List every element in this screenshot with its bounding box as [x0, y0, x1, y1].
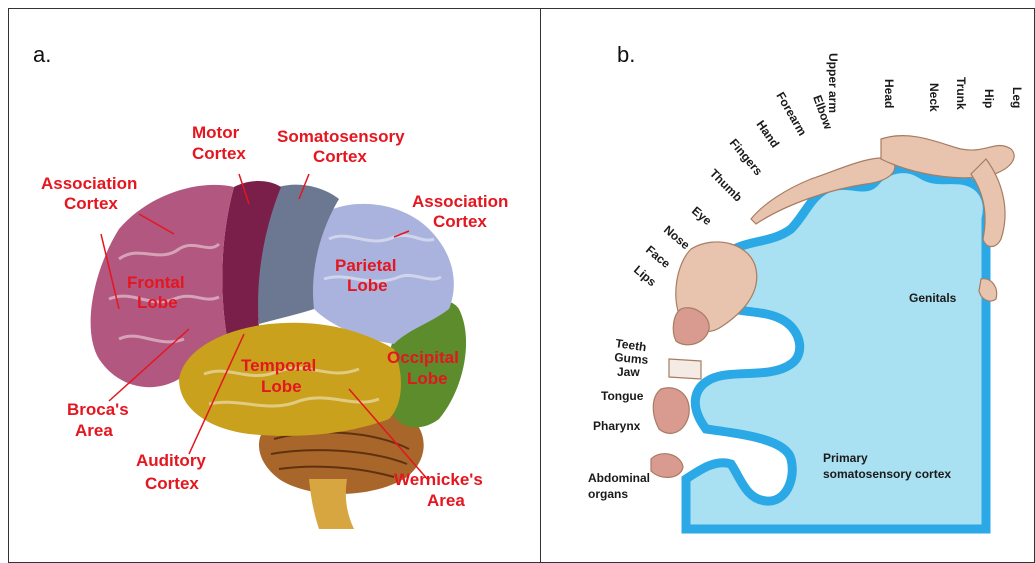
wernickes-area-label: Wernicke's [394, 470, 483, 489]
nose-label: Nose [661, 223, 693, 253]
temporal-lobe-label: Temporal [241, 356, 316, 375]
association-cortex-right-label: Association [412, 192, 508, 211]
occipital-lobe-label-2: Lobe [407, 369, 448, 388]
homunculus-teeth [669, 359, 701, 379]
temporal-lobe-label-2: Lobe [261, 377, 302, 396]
face-label: Face [643, 243, 673, 272]
parietal-lobe-label: Parietal [335, 256, 396, 275]
homunculus-abdominal [651, 454, 683, 478]
abdominal-organs-label-2: organs [588, 487, 628, 501]
genitals-label: Genitals [909, 291, 957, 305]
association-cortex-left-label: Association [41, 174, 137, 193]
trunk-label: Trunk [954, 77, 968, 110]
hip-label: Hip [982, 89, 996, 108]
auditory-cortex-label: Auditory [136, 451, 206, 470]
motor-cortex-label-2: Cortex [192, 144, 246, 163]
primary-somatosensory-cortex-label-2: somatosensory cortex [823, 467, 951, 481]
somatosensory-cortex-label-2: Cortex [313, 147, 367, 166]
parietal-lobe-label-2: Lobe [347, 276, 388, 295]
forearm-label: Forearm [773, 90, 809, 139]
somatosensory-cortex-label: Somatosensory [277, 127, 405, 146]
primary-somatosensory-cortex-label: Primary [823, 451, 868, 465]
jaw-label: Jaw [617, 365, 640, 379]
homunculus-tongue [653, 388, 689, 434]
brocas-area-label-2: Area [75, 421, 113, 440]
thumb-label: Thumb [707, 166, 745, 204]
eye-label: Eye [689, 204, 715, 229]
auditory-cortex-label-2: Cortex [145, 474, 199, 493]
panel-b-homunculus-diagram: Upper arm Head Neck Trunk Hip Leg Elbow … [541, 9, 1035, 562]
panel-a-brain-diagram: Association Cortex Motor Cortex Somatose… [9, 9, 539, 562]
pharynx-label: Pharynx [593, 419, 641, 433]
frontal-lobe-label-2: Lobe [137, 293, 178, 312]
brocas-area-label: Broca's [67, 400, 129, 419]
fingers-label: Fingers [727, 136, 766, 178]
frontal-lobe-label: Frontal [127, 273, 185, 292]
head-label: Head [882, 79, 896, 108]
tongue-label: Tongue [601, 389, 644, 403]
motor-cortex-label: Motor [192, 123, 240, 142]
hand-label: Hand [754, 118, 783, 151]
abdominal-organs-label: Abdominal [588, 471, 650, 485]
wernickes-area-label-2: Area [427, 491, 465, 510]
occipital-lobe-label: Occipital [387, 348, 459, 367]
leg-label: Leg [1010, 87, 1024, 108]
neck-label: Neck [927, 83, 941, 112]
association-cortex-right-label-2: Cortex [433, 212, 487, 231]
association-cortex-left-label-2: Cortex [64, 194, 118, 213]
lips-label: Lips [631, 263, 659, 290]
